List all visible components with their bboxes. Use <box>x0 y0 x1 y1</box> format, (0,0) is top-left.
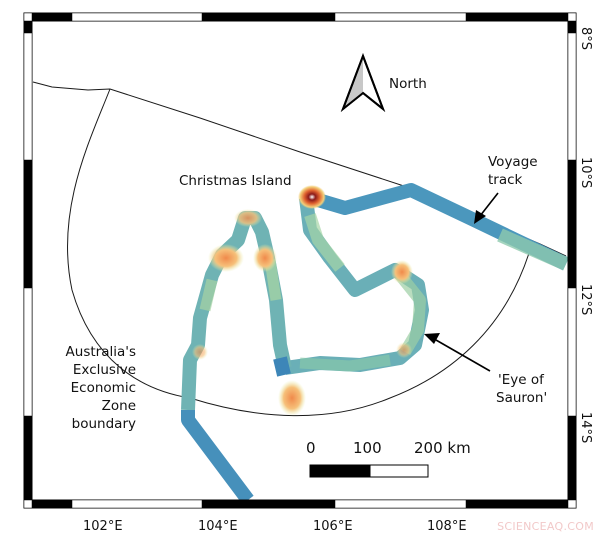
arrowhead-icon <box>474 210 486 224</box>
svg-text:Australia's: Australia's <box>66 344 136 360</box>
svg-text:Sauron': Sauron' <box>496 390 547 406</box>
arrowhead-icon <box>424 333 440 344</box>
lat-label-12s: 12°S <box>578 284 593 315</box>
christmas-island-label: Christmas Island <box>179 173 292 189</box>
svg-text:Exclusive: Exclusive <box>73 362 136 378</box>
lon-label-108: 108°E <box>427 519 467 534</box>
svg-text:'Eye of: 'Eye of <box>498 372 545 388</box>
watermark: SCIENCEAQ.COM <box>497 520 594 533</box>
svg-text:100: 100 <box>353 439 382 457</box>
voyage-track <box>181 183 570 505</box>
north-arrow-icon <box>340 53 386 113</box>
christmas-island-marker <box>298 185 326 209</box>
svg-text:Zone: Zone <box>102 398 136 414</box>
north-label: North <box>389 76 427 92</box>
lon-label-106: 106°E <box>313 519 353 534</box>
lon-label-104: 104°E <box>198 519 238 534</box>
map-frame <box>23 12 577 509</box>
latitude-labels: 8°S 10°S 12°S 14°S <box>578 27 593 443</box>
eez-annotation: Australia's Exclusive Economic Zone boun… <box>66 344 136 432</box>
eye-of-sauron-pointer <box>435 339 491 372</box>
lat-label-10s: 10°S <box>578 157 593 188</box>
svg-text:Voyage: Voyage <box>488 154 538 170</box>
svg-text:boundary: boundary <box>72 416 136 432</box>
voyage-track-annotation: Voyage track <box>474 154 538 224</box>
lat-label-14s: 14°S <box>578 412 593 443</box>
lat-label-8s: 8°S <box>578 27 593 50</box>
svg-text:track: track <box>488 172 523 188</box>
scale-bar: 0 100 200 km <box>306 439 471 478</box>
seamount-hotspots <box>192 185 413 416</box>
svg-text:Economic: Economic <box>71 380 136 396</box>
eye-of-sauron-annotation: 'Eye of Sauron' <box>424 333 547 406</box>
longitude-labels: 102°E 104°E 106°E 108°E <box>83 519 467 534</box>
lon-label-102: 102°E <box>83 519 123 534</box>
svg-text:200 km: 200 km <box>414 439 471 457</box>
svg-text:0: 0 <box>306 439 316 457</box>
voyage-track-pointer <box>479 192 499 217</box>
